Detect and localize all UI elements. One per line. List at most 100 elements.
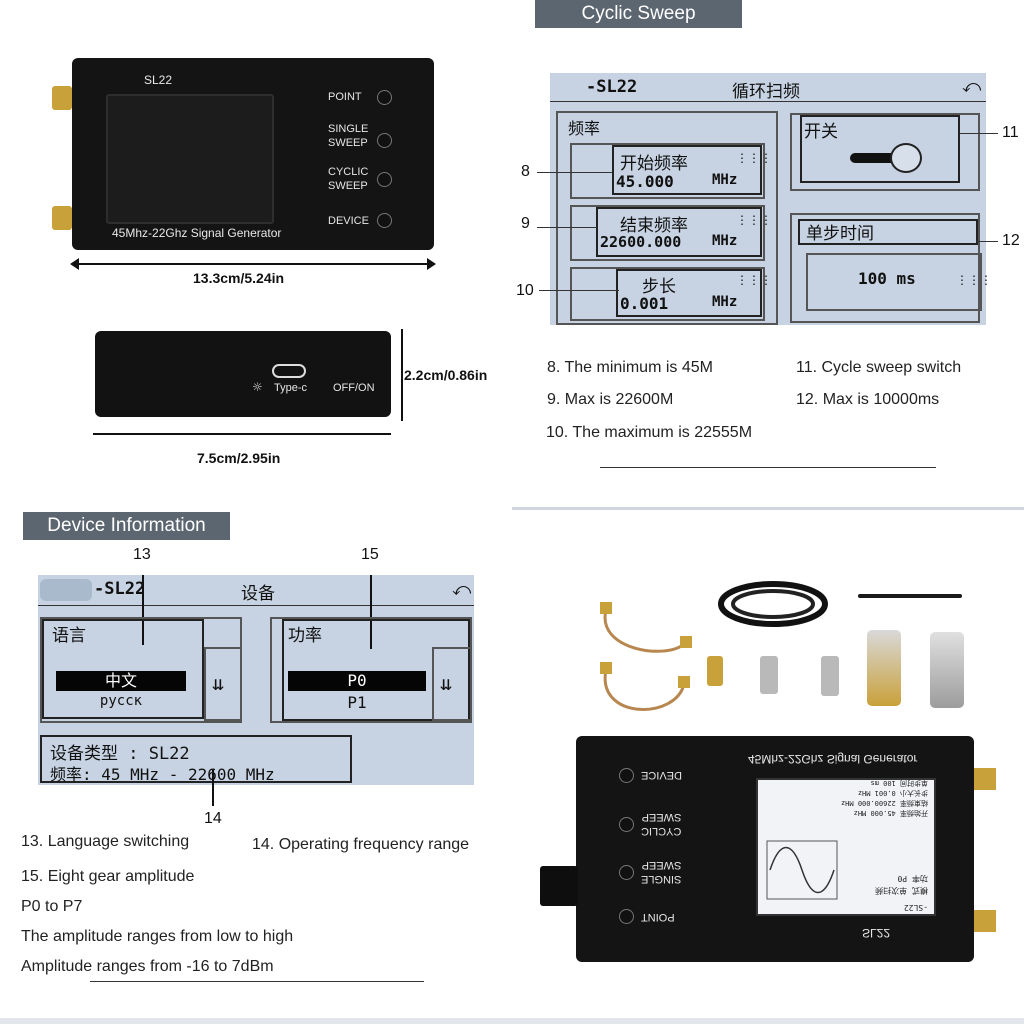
mirrored-device-button[interactable]	[619, 768, 634, 783]
lcd-title-left: -SL22	[94, 579, 146, 599]
screen-line-4: 单步时间 100 ms	[870, 779, 928, 787]
language-dropdown[interactable]	[204, 647, 242, 721]
single-sweep-label: SINGLE SWEEP	[328, 123, 369, 149]
sma-connector-bottom	[52, 206, 72, 230]
keypad-icon[interactable]: ⋮⋮⋮	[736, 213, 772, 227]
width-arrow-right-head	[427, 258, 436, 270]
step-value: 0.001	[620, 294, 669, 313]
power-selected[interactable]: P0	[288, 671, 426, 691]
title-divider	[38, 605, 474, 606]
mirrored-subtitle: 45Mhz-22Ghz Signal Generator	[748, 752, 918, 766]
adapter-5	[930, 632, 964, 708]
cyclic-sweep-label: CYCLIC SWEEP	[328, 166, 369, 192]
step-time-group	[790, 213, 980, 323]
lcd-title: 循环扫频	[732, 82, 800, 102]
back-icon[interactable]: ⤺	[452, 579, 472, 600]
adapter-2	[760, 656, 778, 694]
device-button-label: DEVICE	[328, 215, 369, 227]
start-freq-unit: MHz	[712, 172, 738, 188]
screen-line-3: 步长大小 0.001 MHz	[857, 789, 928, 797]
language-label: 语言	[52, 626, 86, 646]
mirrored-single-label: SINGLE SWEEP	[641, 859, 682, 885]
note-11: 11. Cycle sweep switch	[796, 359, 962, 376]
note-12: 12. Max is 10000ms	[796, 391, 940, 408]
adapter-1	[707, 656, 723, 686]
width-dimension: 13.3cm/5.24in	[193, 270, 285, 286]
device-side-panel	[95, 331, 391, 417]
note-10: 10. The maximum is 22555M	[546, 424, 753, 441]
chevron-down-icon: ⇊	[440, 671, 453, 695]
power-option[interactable]: P1	[347, 693, 367, 712]
callout-line-13	[142, 575, 144, 645]
step-time-field[interactable]	[806, 253, 982, 311]
keypad-icon[interactable]: ⋮⋮⋮	[956, 273, 992, 287]
single-sweep-button[interactable]	[377, 133, 392, 148]
adapter-3	[821, 656, 839, 696]
mirrored-point-button[interactable]	[619, 909, 634, 924]
callout-line-8	[537, 172, 612, 173]
freq-group-label: 频率	[568, 119, 601, 138]
mirrored-cyclic-button[interactable]	[619, 817, 634, 832]
blurred-brand	[40, 579, 92, 601]
callout-11: 11	[1002, 124, 1019, 141]
language-option[interactable]: русск	[99, 693, 143, 709]
callout-12: 12	[1002, 232, 1020, 249]
callout-8: 8	[521, 163, 530, 180]
point-button-label: POINT	[328, 91, 362, 103]
device-info-divider	[90, 981, 424, 982]
note-15-range: P0 to P7	[21, 898, 83, 915]
stop-freq-unit: MHz	[712, 233, 738, 249]
step-field[interactable]	[570, 267, 765, 321]
point-button[interactable]	[377, 90, 392, 105]
note-14: 14. Operating frequency range	[252, 836, 470, 853]
mirrored-screen: -SL22 模式 单次扫频 功率 P0 开始频率 45.000 MHz 结束频率…	[756, 778, 936, 916]
power-group-border	[282, 619, 470, 721]
frequency-range-line: 频率: 45 MHz - 22600 MHz	[50, 765, 275, 784]
sma-connector-top	[52, 86, 72, 110]
sma-connector-right-top	[974, 768, 996, 790]
step-time-highlight	[798, 219, 978, 245]
cyclic-divider	[600, 467, 936, 468]
start-freq-value: 45.000	[616, 172, 674, 191]
mirrored-single-button[interactable]	[619, 865, 634, 880]
sine-wave-graph	[766, 840, 838, 900]
side-width-arrow	[93, 433, 391, 435]
mirrored-cyclic-label: CYCLIC SWEEP	[641, 811, 682, 837]
language-selected[interactable]: 中文	[56, 671, 186, 691]
freq-group	[556, 111, 778, 325]
note-15: 15. Eight gear amplitude	[21, 868, 195, 885]
stop-freq-field[interactable]	[570, 205, 765, 261]
switch-label: 开关	[804, 122, 838, 142]
device-button[interactable]	[377, 213, 392, 228]
note-8: 8. The minimum is 45M	[547, 359, 713, 376]
usb-c-port	[272, 364, 306, 378]
screen-line-1: 开始频率 45.000 MHz	[853, 809, 928, 817]
note-9: 9. Max is 22600M	[547, 391, 674, 408]
device-subtitle: 45Mhz-22Ghz Signal Generator	[112, 226, 282, 240]
usb-cable-plug	[540, 866, 578, 906]
height-dimension: 2.2cm/0.86in	[404, 367, 488, 383]
stylus	[858, 594, 962, 598]
charge-indicator-icon: ☼	[252, 380, 263, 394]
bottom-band-left	[0, 1018, 512, 1024]
sma-cable-bottom	[600, 662, 690, 711]
keypad-icon[interactable]: ⋮⋮⋮	[736, 273, 772, 287]
device-model-label: SL22	[144, 73, 173, 87]
adapter-4	[867, 630, 901, 706]
start-freq-field[interactable]	[570, 143, 765, 199]
callout-15: 15	[361, 546, 379, 563]
bottom-band-right	[512, 1018, 1024, 1024]
power-dropdown[interactable]	[432, 647, 472, 721]
keypad-icon[interactable]: ⋮⋮⋮	[736, 151, 772, 165]
note-15-dbm: Amplitude ranges from -16 to 7dBm	[21, 958, 274, 975]
back-icon[interactable]: ⤺	[962, 76, 982, 97]
width-arrow	[72, 263, 434, 265]
height-arrow	[401, 329, 403, 421]
cycle-sweep-toggle[interactable]	[850, 143, 922, 173]
lcd-title-left: -SL22	[586, 77, 638, 97]
callout-line-14	[212, 770, 214, 806]
title-divider	[550, 101, 986, 102]
callout-14: 14	[204, 810, 222, 827]
screen-line-2: 结束频率 22600.000 MHz	[840, 799, 928, 807]
cyclic-sweep-button[interactable]	[377, 172, 392, 187]
